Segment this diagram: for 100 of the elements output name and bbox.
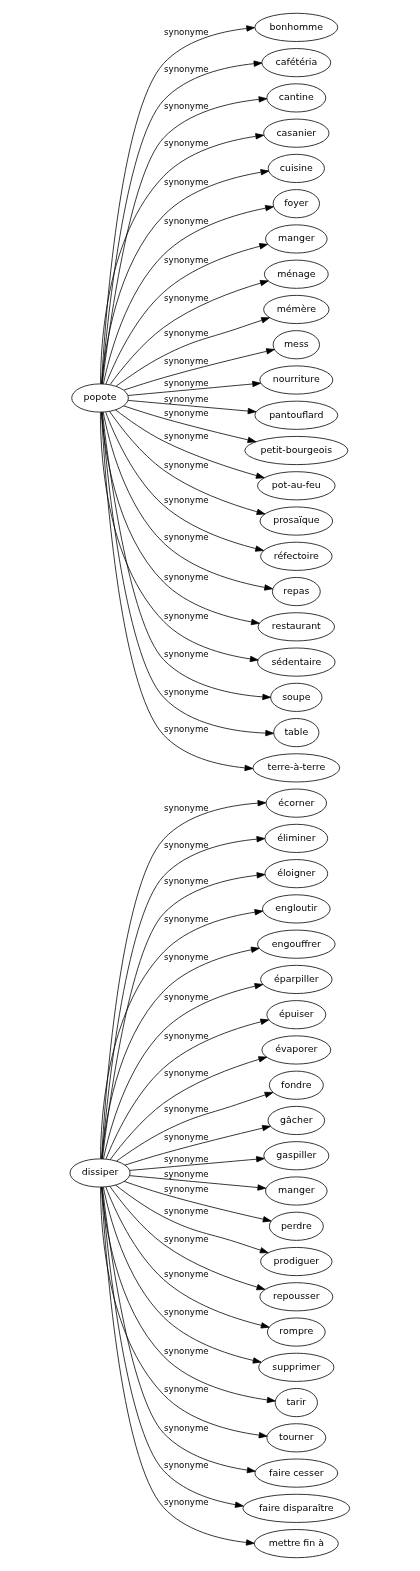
node-ellipse: tourner [266,1423,327,1453]
edge-label: synonyme [164,459,209,470]
arrow [100,909,264,1159]
node-ellipse: table [273,718,320,748]
arrow [105,411,264,552]
arrow [101,1186,255,1546]
node-ellipse: faire cesser [254,1458,339,1488]
arrow [115,409,265,479]
arrow [105,1018,270,1160]
node-ellipse: cantine [266,83,327,113]
arrow [127,400,257,415]
arrow [100,411,259,663]
edge-label: synonyme [164,393,209,404]
edge-label: synonyme [164,1384,209,1395]
arrow [101,1186,244,1508]
arrow [105,1186,270,1329]
edge-label: synonyme [164,1030,209,1041]
node-ellipse: fondre [268,1070,324,1100]
edge-label: synonyme [164,378,209,389]
edge-label: synonyme [164,430,209,441]
edge-label: synonyme [164,914,209,925]
node-ellipse: tarir [274,1388,318,1418]
edge-label: synonyme [164,292,209,303]
node-ellipse: manger [265,224,328,254]
arrow [100,1186,268,1439]
node-ellipse: évaporer [261,1035,332,1065]
edge-label: synonyme [164,952,209,963]
node-ellipse: popote [71,383,129,413]
node-ellipse: épuiser [266,1000,327,1030]
edge-label: synonyme [164,100,209,111]
arrow [109,411,266,515]
edge-label: synonyme [164,1103,209,1114]
node-ellipse: repas [272,577,321,607]
arrow [123,348,275,391]
node-ellipse: ménage [264,259,329,289]
arrow [105,243,268,385]
node-ellipse: faire disparaître [242,1493,351,1523]
arrow [127,380,261,396]
arrow [101,1186,276,1404]
node-ellipse: rompre [267,1317,326,1347]
arrow [109,1185,266,1291]
node-ellipse: éloigner [264,859,329,889]
arrow [109,1056,268,1161]
arrow [129,1156,265,1171]
edge-label: synonyme [164,327,209,338]
arrow [100,133,265,385]
arrow [109,280,269,385]
arrow [116,1091,274,1162]
edge-label: synonyme [164,876,209,887]
edge-label: synonyme [164,802,209,813]
node-ellipse: dissiper [69,1158,131,1188]
node-ellipse: engloutir [262,894,331,924]
arrow [124,1125,271,1166]
arrow [103,983,264,1160]
edge-label: synonyme [164,1269,209,1280]
edge-label: synonyme [164,176,209,187]
arrow [115,317,270,387]
arrow [103,205,274,385]
node-ellipse: repousser [259,1282,334,1312]
edge-label: synonyme [164,1460,209,1471]
arrow [129,1175,267,1191]
node-ellipse: écorner [265,788,327,818]
node-ellipse: éliminer [264,823,329,853]
node-ellipse: casanier [263,118,330,148]
edge-label: synonyme [164,63,209,74]
node-ellipse: terre-à-terre [252,753,341,783]
edge-label: synonyme [164,1497,209,1508]
edge-label: synonyme [164,1233,209,1244]
node-ellipse: engouffrer [257,929,336,959]
edge-label: synonyme [164,532,209,543]
node-ellipse: mess [272,330,320,360]
edge-label: synonyme [164,27,209,38]
node-ellipse: cuisine [267,153,325,183]
arrow [102,1186,262,1364]
arrow [101,169,270,385]
edge-label: synonyme [164,407,209,418]
edge-label: synonyme [164,356,209,367]
edge-label: synonyme [164,1345,209,1356]
arrow [123,405,257,443]
edge-label: synonyme [164,686,209,697]
edge-label: synonyme [164,1131,209,1142]
node-ellipse: pantouflard [254,400,339,430]
node-ellipse: cafétéria [261,48,332,78]
node-ellipse: sédentaire [257,647,336,677]
node-ellipse: mettre fin à [253,1529,339,1559]
edge-label: synonyme [164,215,209,226]
node-ellipse: gâcher [267,1106,326,1135]
arrow [123,1181,272,1223]
node-ellipse: foyer [272,189,320,219]
node-ellipse: bonhomme [254,12,339,42]
edge-label: synonyme [164,1183,209,1194]
edge-label: synonyme [164,1168,209,1179]
node-ellipse: supprimer [258,1352,335,1382]
edge-label: synonyme [164,649,209,660]
node-ellipse: mémère [263,295,330,324]
edge-label: synonyme [164,1306,209,1317]
arrow [101,946,260,1160]
node-ellipse: soupe [270,682,323,712]
edge-label: synonyme [164,571,209,582]
node-ellipse: réfectoire [260,541,333,571]
